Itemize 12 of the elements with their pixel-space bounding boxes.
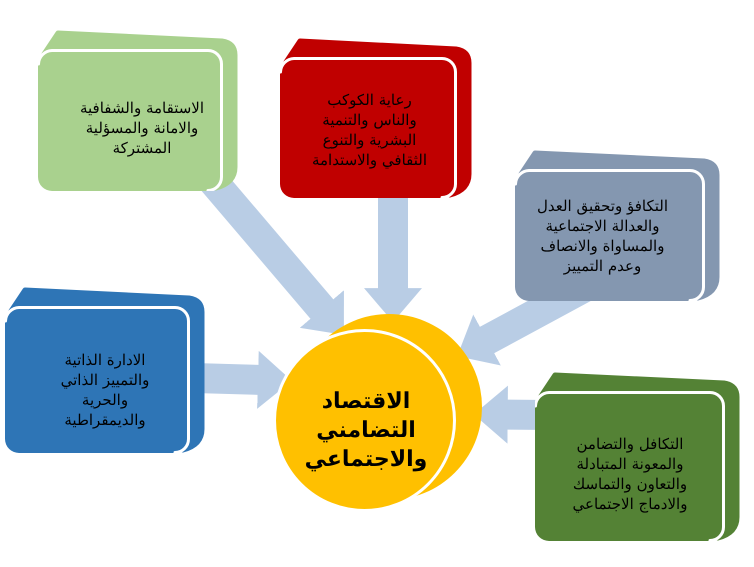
topic-text: التكافل والتضامن والمعونة المتبادلة والتعاون والتماسك والادماج الاجتماعي <box>572 434 688 514</box>
central-disc <box>273 314 482 512</box>
block-box <box>535 372 740 541</box>
block-box <box>38 30 238 191</box>
block-box <box>515 150 720 301</box>
topic-text: الاستقامة والشفافية والامانة والمسؤلية المشتركة <box>79 98 205 158</box>
topic-text: التكافؤ وتحقيق العدل والعدالة الاجتماعية والمساواة والانصاف وعدم التمييز <box>536 196 669 276</box>
block-box <box>280 38 472 198</box>
topic-text: رعاية الكوكب والناس والتنمية البشرية والتنوع الثقافي والاستدامة <box>311 90 428 170</box>
topic-text: الادارة الذاتية والتمييز الذاتي والحرية والديمقراطية <box>60 350 150 430</box>
block-box <box>5 287 205 453</box>
disc-title: الاقتصاد التضامني والاجتماعي <box>304 388 428 474</box>
